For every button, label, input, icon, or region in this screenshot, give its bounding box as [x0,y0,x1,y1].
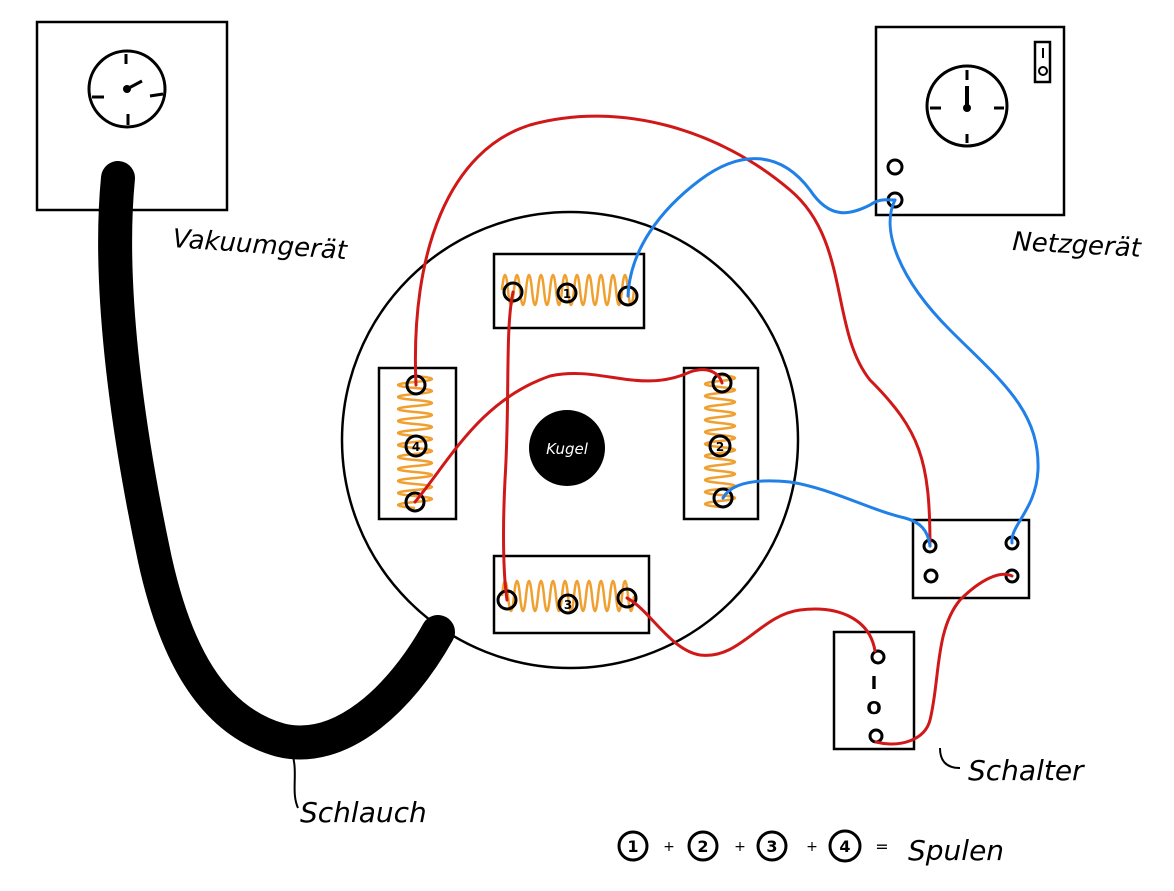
vacuum-gauge-icon [87,49,167,129]
legend-equals: = [875,837,888,856]
junction-terminal-4 [1004,568,1020,584]
coil-3: 3 [492,554,651,635]
power-supply-terminal-1 [886,158,904,176]
coil-4-number: 4 [412,440,420,454]
power-supply: Netzgerät [874,25,1143,264]
coil-2-terminal-top [711,372,733,394]
coil-2-terminal-bottom [712,487,734,509]
coil-4: 4 [377,366,458,521]
coil-2: 2 [682,366,760,521]
power-supply-box [874,25,1066,217]
legend-plus-2: + [734,839,746,855]
vacuum-device: Vakuumgerät [35,20,349,266]
switch-label: Schalter [968,754,1085,787]
switch-off-label: O [866,698,881,719]
coil-1-number-circle [556,282,578,304]
legend-number-1: 1 [627,837,638,856]
legend-circle-1 [617,830,649,862]
red-wire-coil4-coil2 [413,368,724,504]
coil-1-terminal-left [502,281,524,303]
red-wires [413,114,1014,746]
legend-number-4: 4 [839,837,850,856]
blue-wire-coil1-power [626,157,897,298]
power-supply-switch-icon [1033,40,1052,84]
legend-plus-1: + [663,839,675,855]
hose: Schlauch [98,161,455,829]
legend: 1 + 2 + 3 + 4 = Spulen [617,829,1004,867]
coil-2-number: 2 [716,440,724,454]
coil-3-number-circle [557,593,579,615]
coil-2-winding [703,373,737,509]
legend-circle-3 [756,830,788,862]
coil-3-number: 3 [564,598,572,612]
red-wire-coil3-switch [625,596,877,657]
blue-wire-coil2-junction [721,479,932,548]
legend-plus-3: + [806,839,818,855]
coil-1: 1 [492,252,646,330]
red-wire-coil1-coil3 [502,290,515,602]
coil-4-number-circle [404,434,428,458]
legend-circle-2 [687,830,719,862]
hose-label: Schlauch [300,796,427,829]
switch-on-label: I [871,673,878,694]
legend-number-2: 2 [697,837,708,856]
power-supply-label: Netzgerät [1012,227,1143,264]
switch-box [832,630,916,751]
legend-circle-4 [828,829,862,863]
coil-3-terminal-right [616,587,638,609]
junction-terminal-2 [923,568,939,584]
power-supply-meter-icon [925,64,1009,148]
ball: Kugel [529,410,605,486]
coil-2-number-circle [708,434,732,458]
blue-wire-power-junction [888,198,1040,545]
vacuum-chamber [340,210,800,670]
coil-1-winding [500,273,636,307]
legend-text: Spulen [908,834,1004,867]
legend-number-3: 3 [766,837,777,856]
red-wire-main [413,114,932,548]
ball-label: Kugel [546,440,589,458]
switch-terminal-bottom [868,728,884,744]
coil-1-number: 1 [563,287,571,301]
red-wire-switch-junction [874,572,1014,746]
blue-wires [626,157,1040,548]
coil-4-terminal-bottom [404,491,426,513]
switch: I O Schalter [832,630,1085,787]
switch-terminal-top [870,649,886,665]
vacuum-device-label: Vakuumgerät [172,224,349,266]
